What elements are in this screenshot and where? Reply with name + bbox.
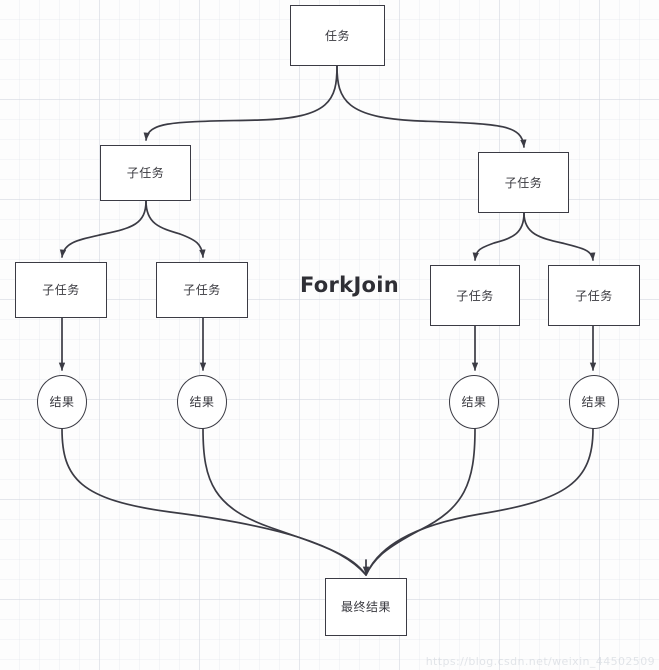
node-label-result-2: 结果 xyxy=(189,395,215,409)
edge-sub-r-to-leaf-3 xyxy=(472,212,525,261)
node-sub-l[interactable]: 子任务 xyxy=(100,145,191,201)
node-sub-r[interactable]: 子任务 xyxy=(478,152,569,213)
node-root[interactable]: 任务 xyxy=(290,5,385,66)
edge-sub-r-to-leaf-4 xyxy=(523,212,596,261)
edge-sub-l-to-leaf-1 xyxy=(59,200,147,258)
node-label-final: 最终结果 xyxy=(340,600,391,614)
edge-result-2-to-final xyxy=(202,428,367,576)
node-label-root: 任务 xyxy=(324,28,350,43)
edge-sub-l-to-leaf-2 xyxy=(145,200,206,258)
watermark-text: https://blog.csdn.net/weixin_44502509 xyxy=(425,655,655,668)
node-label-sub-l: 子任务 xyxy=(126,166,165,180)
node-leaf-1[interactable]: 子任务 xyxy=(15,262,107,318)
edge-paths xyxy=(58,65,597,576)
node-label-result-1: 结果 xyxy=(49,395,75,409)
node-label-leaf-4: 子任务 xyxy=(575,288,613,303)
edge-result-1-to-final xyxy=(61,428,367,576)
node-label-result-4: 结果 xyxy=(581,395,607,409)
node-leaf-3[interactable]: 子任务 xyxy=(430,265,520,326)
node-final[interactable]: 最终结果 xyxy=(325,578,407,636)
edge-result-4-to-final xyxy=(365,428,594,576)
edge-root-to-sub-r xyxy=(336,65,527,148)
edge-root-to-sub-l xyxy=(143,65,338,141)
node-leaf-2[interactable]: 子任务 xyxy=(156,262,248,318)
node-result-4[interactable]: 结果 xyxy=(569,375,619,429)
node-label-leaf-1: 子任务 xyxy=(42,283,80,297)
node-label-result-3: 结果 xyxy=(461,395,487,409)
node-leaf-4[interactable]: 子任务 xyxy=(548,265,640,326)
node-label-leaf-2: 子任务 xyxy=(183,283,221,297)
diagram-title-forkjoin: ForkJoin xyxy=(300,273,400,297)
node-label-leaf-3: 子任务 xyxy=(456,288,494,303)
node-result-3[interactable]: 结果 xyxy=(449,375,499,429)
node-result-2[interactable]: 结果 xyxy=(177,375,227,429)
node-result-1[interactable]: 结果 xyxy=(37,375,87,429)
node-label-sub-r: 子任务 xyxy=(504,175,543,190)
